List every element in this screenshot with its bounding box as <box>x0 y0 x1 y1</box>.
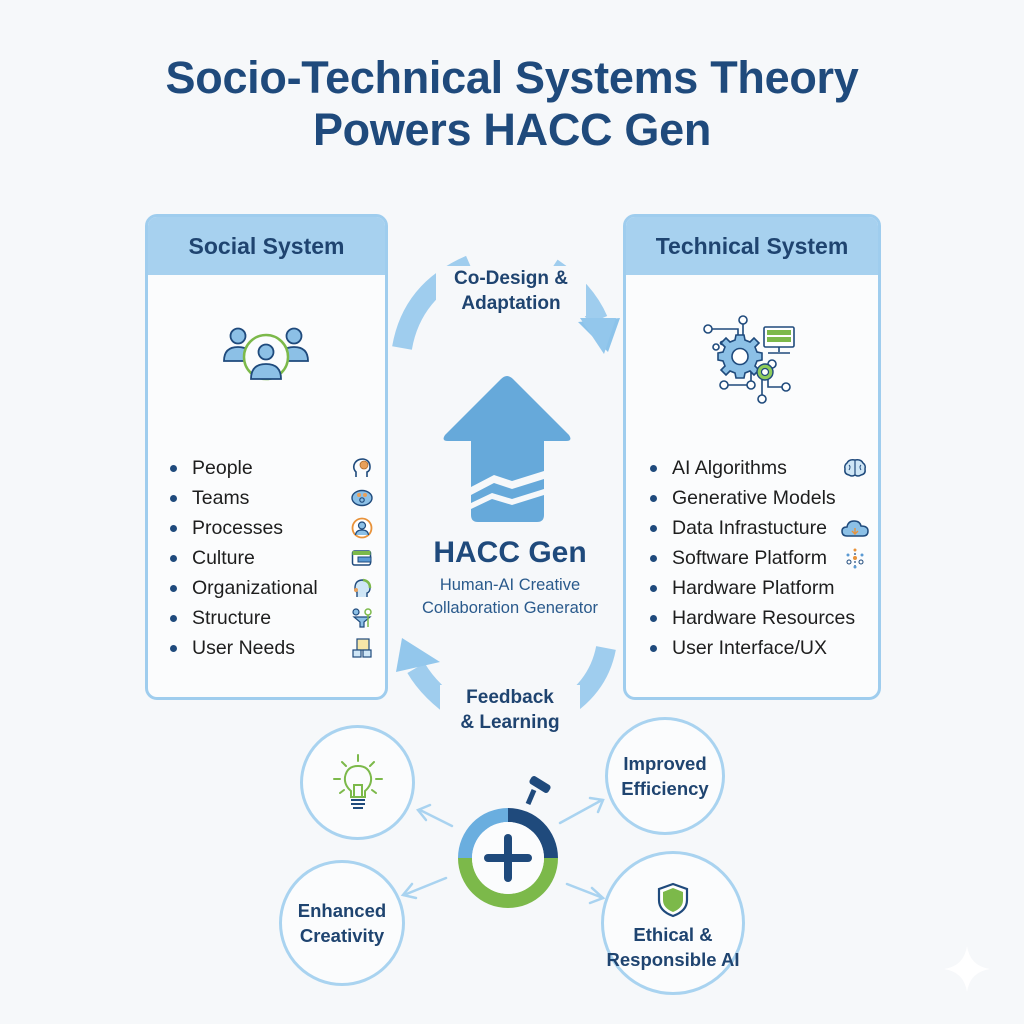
outcome-creativity-circle: Enhanced Creativity <box>279 860 405 986</box>
outcome-idea-circle <box>300 725 415 840</box>
feedback-label: Feedback & Learning <box>440 685 580 735</box>
list-item-people: People <box>166 453 375 483</box>
list-item-processes: Processes <box>166 513 375 543</box>
list-item-hardware-resources: Hardware Resources <box>646 603 868 633</box>
list-item-structure: Structure <box>166 603 375 633</box>
title-line-1: Socio-Technical Systems Theory <box>165 52 859 103</box>
head-profile-icon <box>349 575 375 601</box>
head-brain-icon <box>349 455 375 481</box>
hacc-gen-title: HACC Gen <box>433 536 587 569</box>
stopwatch-plus-icon <box>458 775 558 908</box>
gears-circuit-monitor-icon <box>703 315 795 404</box>
technical-system-header: Technical System <box>626 217 878 275</box>
outcome-efficiency-circle: Improved Efficiency <box>605 717 725 835</box>
title-line-2: Powers HACC Gen <box>312 104 712 155</box>
cloud-icon <box>841 515 869 541</box>
user-board-icon <box>349 635 375 661</box>
network-nodes-icon <box>842 545 868 571</box>
social-system-header: Social System <box>148 217 385 275</box>
social-system-panel: Social System People Teams <box>145 214 388 700</box>
list-item-user-needs: User Needs <box>166 633 375 663</box>
list-item-organizational: Organizational <box>166 573 375 603</box>
up-arrow-icon <box>443 376 571 522</box>
user-circle-icon <box>349 515 375 541</box>
page-title: Socio-Technical Systems Theory Powers HA… <box>0 52 1024 156</box>
brain-icon <box>842 455 868 481</box>
card-wallet-icon <box>349 545 375 571</box>
co-design-label: Co-Design & Adaptation <box>436 266 586 316</box>
list-item-software-platform: Software Platform <box>646 543 868 573</box>
sparkle-icon <box>944 946 990 992</box>
list-item-teams: Teams <box>166 483 375 513</box>
technical-system-list: AI Algorithms Generative Models Data Inf… <box>646 453 869 663</box>
list-item-culture: Culture <box>166 543 375 573</box>
hacc-gen-subtitle: Human-AI Creative Collaboration Generato… <box>421 576 599 617</box>
social-system-list: People Teams Processes Culture <box>166 453 375 663</box>
list-item-user-interface: User Interface/UX <box>646 633 868 663</box>
list-item-generative-models: Generative Models <box>646 483 868 513</box>
shield-icon <box>657 882 689 918</box>
outcome-ethical-circle: Ethical & Responsible AI <box>601 851 745 995</box>
funnel-nodes-icon <box>349 605 375 631</box>
list-item-data-infrastructure: Data Infrastucture <box>646 513 869 543</box>
people-group-icon <box>222 327 309 381</box>
list-item-hardware-platform: Hardware Platform <box>646 573 868 603</box>
list-item-ai-algorithms: AI Algorithms <box>646 453 868 483</box>
brain-network-icon <box>349 485 375 511</box>
lightbulb-icon <box>332 753 383 809</box>
technical-system-panel: Technical System <box>623 214 881 700</box>
